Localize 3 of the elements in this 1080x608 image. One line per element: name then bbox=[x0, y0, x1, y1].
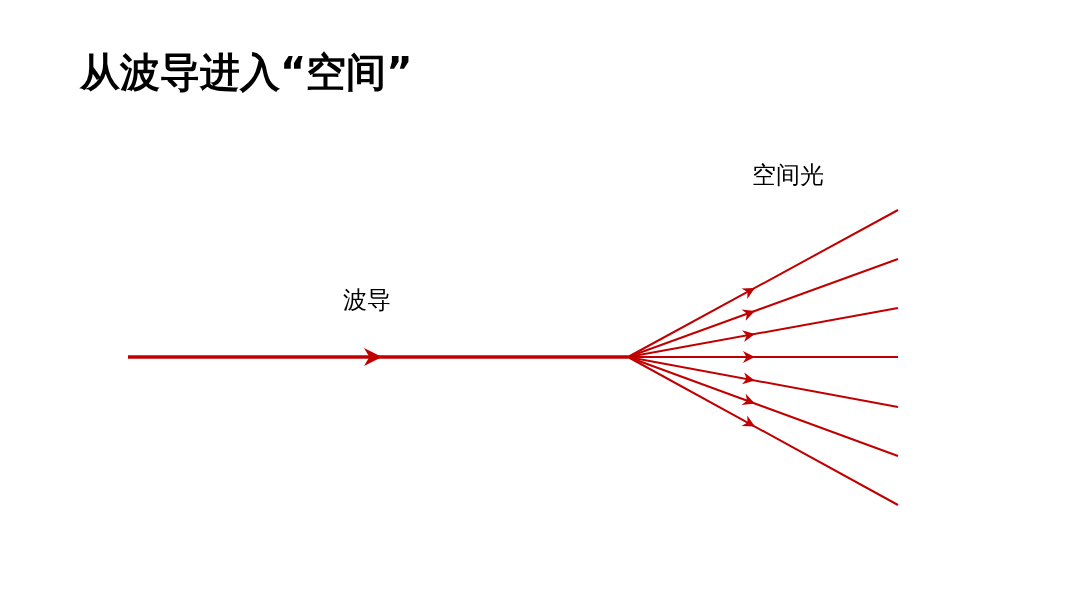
diagram-label: 波导 bbox=[343, 288, 391, 312]
slide-title: 从波导进入“空间” bbox=[80, 52, 413, 92]
diagram-label: 空间光 bbox=[752, 163, 824, 187]
